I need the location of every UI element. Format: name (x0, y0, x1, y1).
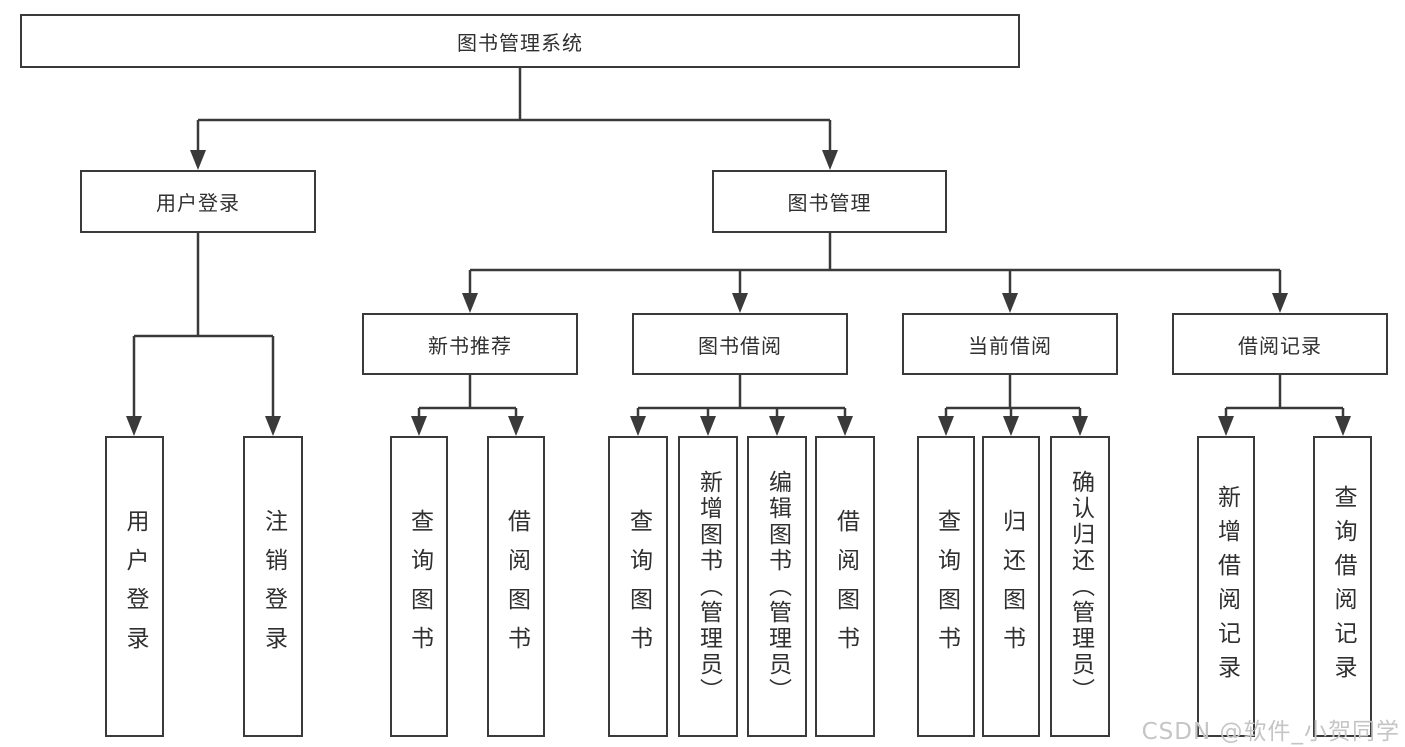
leaf-user-login: 用户登录 (105, 436, 164, 737)
node-book-borrowing: 图书借阅 (632, 313, 848, 375)
node-current-borrowing: 当前借阅 (902, 313, 1118, 375)
connector-userlogin-branch (132, 233, 275, 426)
leaf-logout: 注销登录 (243, 436, 303, 737)
leaf-confirm-return-admin: 确认归还（管理员） (1050, 436, 1110, 737)
leaf-borrow-books-borrow: 借阅图书 (815, 436, 875, 737)
leaf-query-borrow-record: 查询借阅记录 (1313, 436, 1372, 737)
arrowheads-newbook-leaves (411, 416, 524, 436)
node-book-management: 图书管理 (712, 170, 947, 233)
arrowheads-borrowrecords-leaves (1218, 416, 1351, 436)
leaf-edit-books-admin: 编辑图书（管理员） (747, 436, 807, 737)
leaf-query-books-newbook: 查询图书 (390, 436, 448, 737)
leaf-return-books: 归还图书 (982, 436, 1040, 737)
connector-bookborrow-branch (636, 375, 847, 426)
node-user-login: 用户登录 (80, 170, 316, 233)
leaf-query-books-borrow: 查询图书 (608, 436, 668, 737)
leaf-borrow-books-newbook: 借阅图书 (487, 436, 545, 737)
leaf-add-books-admin: 新增图书（管理员） (678, 436, 738, 737)
arrowheads-level2 (190, 150, 838, 170)
connector-currentborrow-branch (944, 375, 1082, 426)
arrowheads-bookborrow-leaves (630, 416, 853, 436)
connector-root-to-level2 (196, 68, 832, 160)
connector-borrowrecords-branch (1224, 375, 1345, 426)
arrowheads-userlogin-leaves (126, 416, 281, 436)
connector-bookmgmt-branch (468, 233, 1282, 303)
arrowheads-level3 (462, 293, 1288, 313)
arrowheads-currentborrow-leaves (938, 416, 1088, 436)
node-new-book-recommendation: 新书推荐 (362, 313, 578, 375)
leaf-add-borrow-record: 新增借阅记录 (1197, 436, 1255, 737)
csdn-watermark: CSDN @软件_小贺同学 (1141, 719, 1400, 745)
leaf-query-books-current: 查询图书 (917, 436, 975, 737)
node-borrowing-records: 借阅记录 (1172, 313, 1388, 375)
connector-newbook-branch (417, 375, 518, 426)
node-library-management-system: 图书管理系统 (20, 14, 1020, 68)
